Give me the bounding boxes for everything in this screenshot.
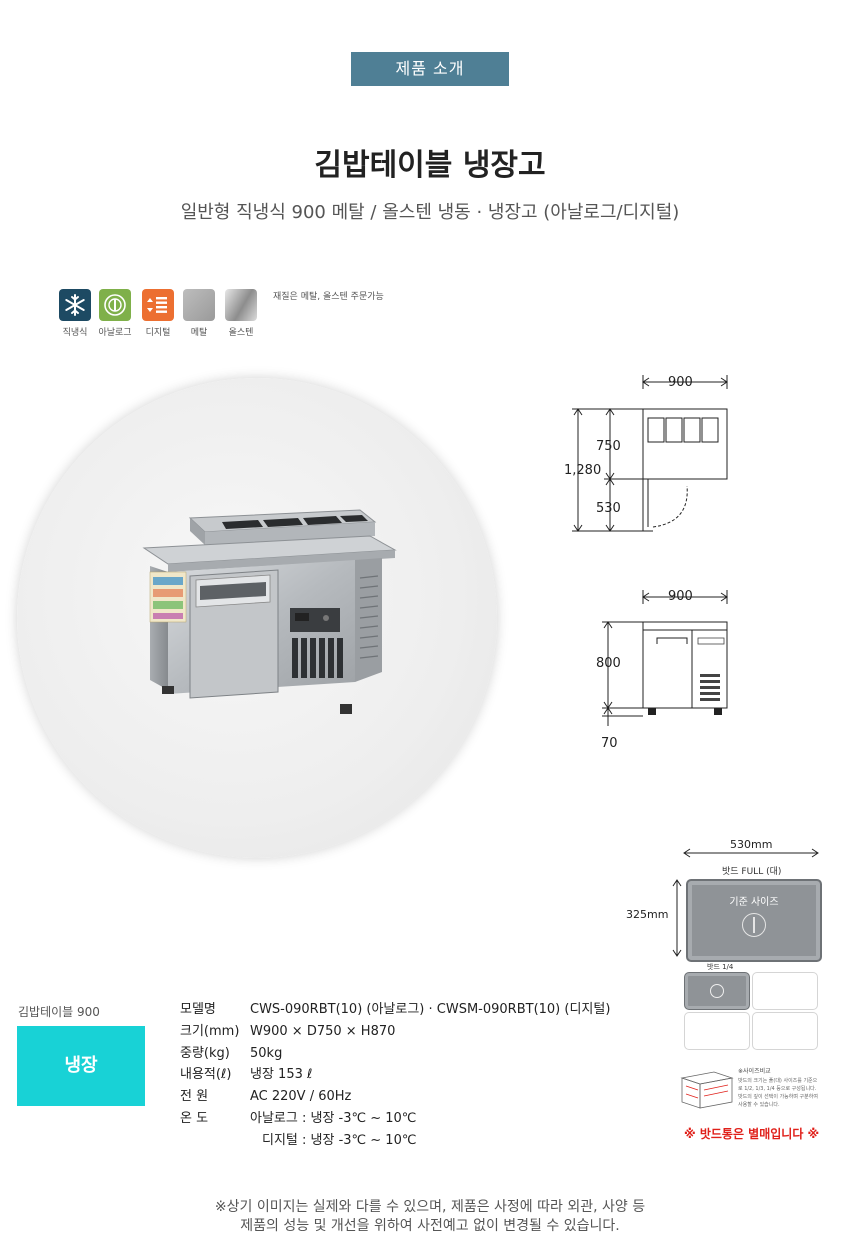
spec-value: W900 × D750 × H870 <box>250 1024 396 1039</box>
pan-quarter-empty <box>752 1012 818 1050</box>
feature-label: 올스텐 <box>228 328 254 338</box>
pan-height-arrow <box>672 879 682 957</box>
snowflake-icon <box>59 289 91 321</box>
feature-digital: 디지털 <box>141 289 175 338</box>
spec-value: AC 220V / 60Hz <box>250 1089 352 1104</box>
top-lower-label: 530 <box>596 501 621 516</box>
product-title: 김밥테이블 냉장고 <box>314 148 546 183</box>
category-box: 냉장 <box>17 1026 145 1106</box>
spec-value: 냉장 153 ℓ <box>250 1067 313 1082</box>
section-badge: 제품 소개 <box>351 52 509 86</box>
spec-key: 모델명 <box>180 1002 216 1017</box>
material-note: 재질은 메탈, 올스텐 주문가능 <box>273 292 384 302</box>
category-label: 김밥테이블 900 <box>18 1005 100 1019</box>
spec-value: 디지털 : 냉장 -3℃ ~ 10℃ <box>262 1133 417 1148</box>
pan-quarter-empty <box>684 1012 750 1050</box>
sold-separately-note: ※ 밧드통은 별매입니다 ※ <box>684 1127 820 1141</box>
front-leg-label: 70 <box>601 736 618 751</box>
top-total-label: 1,280 <box>564 463 602 478</box>
front-width-label: 900 <box>668 589 693 604</box>
feature-label: 아날로그 <box>98 328 132 338</box>
disclaimer-line: 제품의 성능 및 개선을 위하여 사전예고 없이 변경될 수 있습니다. <box>240 1218 620 1234</box>
spec-row: 온 도 아날로그 : 냉장 -3℃ ~ 10℃ <box>180 1107 416 1126</box>
spec-key: 중량(kg) <box>180 1046 230 1061</box>
pan-width-label: 530mm <box>730 838 773 851</box>
spec-value: 50kg <box>250 1046 283 1061</box>
spec-row: 중량(kg) 50kg <box>180 1042 282 1061</box>
product-subtitle: 일반형 직냉식 900 메탈 / 올스텐 냉동 · 냉장고 (아날로그/디지털) <box>180 202 680 223</box>
spec-value: 아날로그 : 냉장 -3℃ ~ 10℃ <box>250 1111 417 1126</box>
spec-key: 크기(mm) <box>180 1024 240 1039</box>
feature-metal: 메탈 <box>182 289 216 338</box>
top-upper-label: 750 <box>596 439 621 454</box>
disclaimer-line: ※상기 이미지는 실제와 다를 수 있으며, 제품은 사정에 따라 외관, 사양… <box>214 1199 646 1215</box>
pan-standard-label: 기준 사이즈 <box>729 897 779 908</box>
spec-key: 내용적(ℓ) <box>180 1067 232 1082</box>
feature-label: 메탈 <box>190 328 208 338</box>
analog-gauge-icon <box>99 289 131 321</box>
spec-row: 내용적(ℓ) 냉장 153 ℓ <box>180 1063 312 1082</box>
pan-full: 기준 사이즈 <box>686 879 822 962</box>
pan-handle-icon <box>742 913 766 937</box>
metal-swatch-icon <box>183 289 215 321</box>
pan-note-body: 밧드의 크기는 풀(대) 사이즈를 기준으로 1/2, 1/3, 1/4 등으로… <box>738 1078 818 1108</box>
disclaimer: ※상기 이미지는 실제와 다를 수 있으며, 제품은 사정에 따라 외관, 사양… <box>0 1198 860 1236</box>
pan-quarter <box>684 972 750 1010</box>
pan-quarter-empty <box>752 972 818 1010</box>
spec-row: 디지털 : 냉장 -3℃ ~ 10℃ <box>180 1129 416 1148</box>
spec-key: 전 원 <box>180 1089 209 1104</box>
pan-width-arrow <box>683 848 819 858</box>
product-illustration <box>142 509 397 714</box>
front-view-drawing <box>602 590 728 726</box>
pan-note-title: ※사이즈비교 <box>738 1068 771 1075</box>
feature-analog: 아날로그 <box>98 289 132 338</box>
stainless-swatch-icon <box>225 289 257 321</box>
pan-handle-icon <box>710 984 724 998</box>
digital-display-icon <box>142 289 174 321</box>
spec-row: 모델명 CWS-090RBT(10) (아날로그) · CWSM-090RBT(1… <box>180 998 610 1017</box>
front-height-label: 800 <box>596 656 621 671</box>
pan-quarter-label: 밧드 1/4 <box>707 963 734 971</box>
pan-stack-icon <box>680 1071 734 1109</box>
pan-full-label: 밧드 FULL (대) <box>722 867 782 877</box>
spec-row: 크기(mm) W900 × D750 × H870 <box>180 1020 395 1039</box>
feature-stainless: 올스텐 <box>224 289 258 338</box>
feature-label: 디지털 <box>145 328 171 338</box>
spec-row: 전 원 AC 220V / 60Hz <box>180 1085 351 1104</box>
spec-value: CWS-090RBT(10) (아날로그) · CWSM-090RBT(10) … <box>250 1002 611 1017</box>
feature-label: 직냉식 <box>62 328 88 338</box>
top-width-label: 900 <box>668 375 693 390</box>
top-view-drawing <box>572 375 728 532</box>
pan-height-label: 325mm <box>626 908 669 921</box>
feature-direct-cooling: 직냉식 <box>58 289 92 338</box>
spec-key: 온 도 <box>180 1111 209 1126</box>
